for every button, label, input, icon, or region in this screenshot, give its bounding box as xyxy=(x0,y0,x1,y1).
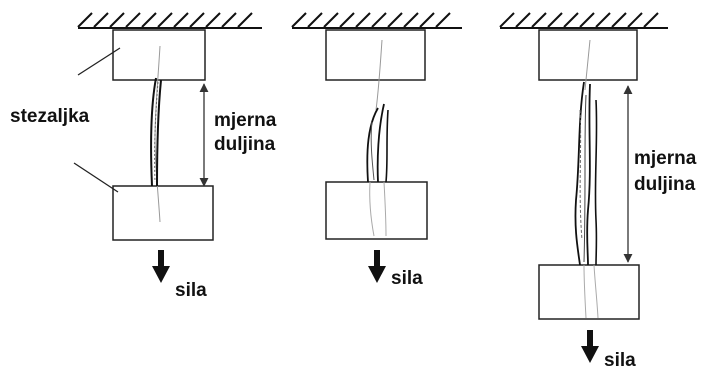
ceiling-hatch xyxy=(77,12,262,29)
down-arrow-icon xyxy=(368,250,386,283)
ceiling-hatch xyxy=(499,12,668,29)
upper-clamp-block xyxy=(538,29,638,81)
down-arrow-icon xyxy=(581,330,599,363)
gauge-length-label-line2: duljina xyxy=(214,134,276,155)
panel-3 xyxy=(499,12,668,363)
clamp-leader-lines xyxy=(73,47,121,193)
upper-clamp-block xyxy=(112,29,206,81)
fiber-strand xyxy=(150,45,162,223)
panel-2 xyxy=(291,12,462,283)
ceiling-hatch xyxy=(291,12,462,29)
force-label: sila xyxy=(604,350,636,371)
clamp-label: stezaljka xyxy=(10,106,90,127)
gauge-length-label-line1: mjerna xyxy=(634,148,697,169)
force-label: sila xyxy=(391,268,423,289)
lower-clamp-block xyxy=(112,185,214,241)
fiber-strand xyxy=(574,39,599,319)
lower-clamp-block xyxy=(538,264,640,320)
gauge-length-label-line1: mjerna xyxy=(214,110,277,131)
panel-1 xyxy=(73,12,262,283)
force-label: sila xyxy=(175,280,207,301)
fiber-strand xyxy=(366,39,389,237)
down-arrow-icon xyxy=(152,250,170,283)
upper-clamp-block xyxy=(325,29,426,81)
gauge-length-label-line2: duljina xyxy=(634,174,696,195)
lower-clamp-block xyxy=(325,181,428,240)
